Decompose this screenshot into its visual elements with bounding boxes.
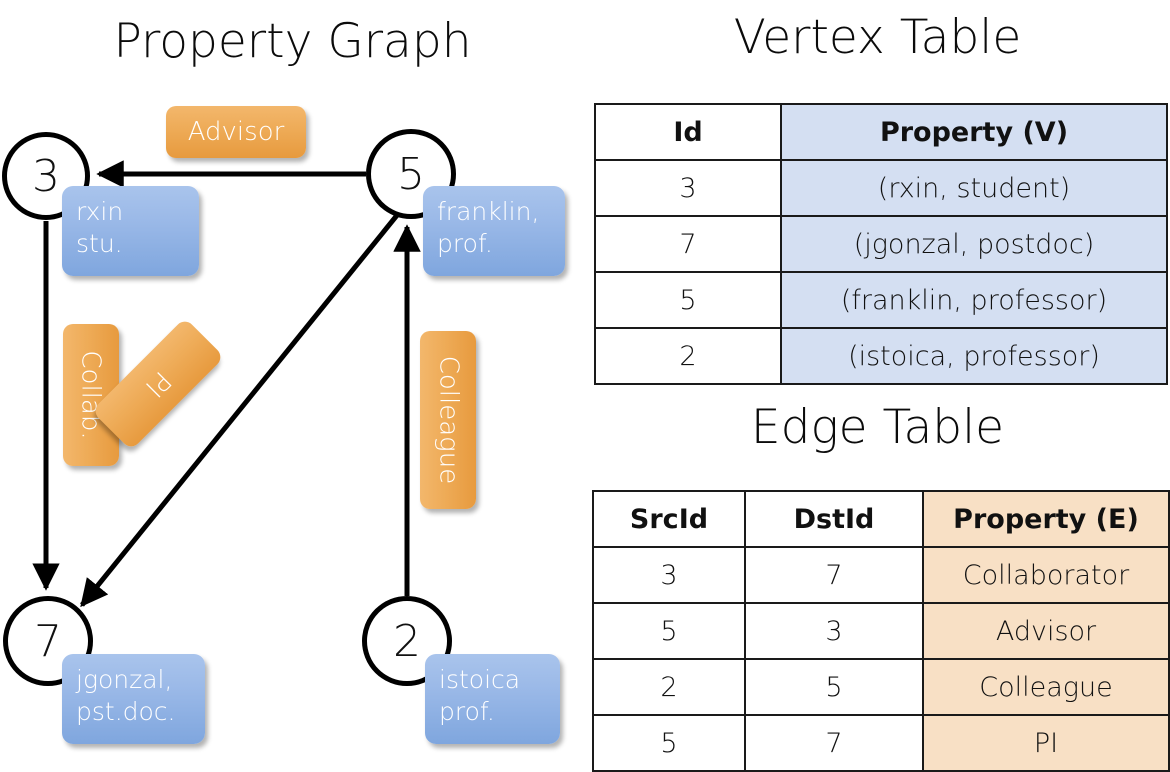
edge-header-dstid: DstId	[744, 490, 924, 548]
edge-cell-dst: 7	[744, 714, 924, 772]
graph-edges-svg	[32, 160, 421, 608]
table-row: 2 (istoica, professor)	[594, 327, 1168, 385]
edge-cell-dst: 7	[744, 546, 924, 604]
edge-label-colleague-text: Colleague	[433, 355, 464, 485]
node-property-line-2: pst.doc.	[76, 697, 176, 726]
node-property-line-2: prof.	[437, 229, 493, 258]
edge-label-advisor: Advisor	[166, 106, 306, 158]
table-row: 5 (franklin, professor)	[594, 271, 1168, 329]
edge-label-advisor-text: Advisor	[187, 117, 285, 147]
graph-node-2[interactable]: 2	[362, 596, 452, 686]
vertex-cell-id: 2	[594, 327, 782, 385]
page-title-edge-table: Edge Table	[750, 400, 1005, 455]
property-graph-panel: Property Graph 3 5 7 2 rxin stu. frankli…	[0, 0, 585, 760]
table-header-row: SrcId DstId Property (E)	[592, 490, 1170, 548]
vertex-header-property: Property (V)	[780, 103, 1168, 161]
vertex-cell-property: (franklin, professor)	[780, 271, 1168, 329]
edge-header-property: Property (E)	[922, 490, 1170, 548]
table-row: 3 7 Collaborator	[592, 546, 1170, 604]
edge-header-srcid: SrcId	[592, 490, 746, 548]
edge-label-collab-text: Collab.	[76, 350, 106, 440]
vertex-cell-property: (istoica, professor)	[780, 327, 1168, 385]
edge-cell-property: PI	[922, 714, 1170, 772]
edge-cell-dst: 5	[744, 658, 924, 716]
edge-label-colleague: Colleague	[420, 331, 476, 509]
graph-node-5[interactable]: 5	[366, 129, 456, 219]
table-row: 2 5 Colleague	[592, 658, 1170, 716]
edge-cell-property: Colleague	[922, 658, 1170, 716]
vertex-table: Id Property (V) 3 (rxin, student) 7 (jgo…	[594, 103, 1168, 385]
page-title-vertex-table: Vertex Table	[733, 10, 1022, 65]
edge-cell-src: 2	[592, 658, 746, 716]
vertex-cell-id: 5	[594, 271, 782, 329]
edge-table: SrcId DstId Property (E) 3 7 Collaborato…	[592, 490, 1170, 772]
edge-cell-src: 5	[592, 602, 746, 660]
table-row: 5 7 PI	[592, 714, 1170, 772]
page-title-property-graph: Property Graph	[113, 14, 472, 69]
node-property-line-1: istoica	[439, 665, 521, 694]
table-row: 7 (jgonzal, postdoc)	[594, 215, 1168, 273]
edge-5-to-7	[80, 212, 400, 608]
node-property-line-1: jgonzal,	[76, 665, 173, 694]
node-property-box-5: franklin, prof.	[423, 186, 565, 276]
node-property-box-2: istoica prof.	[425, 654, 560, 744]
node-property-line-1: rxin	[76, 197, 124, 226]
vertex-cell-property: (jgonzal, postdoc)	[780, 215, 1168, 273]
node-property-line-2: stu.	[76, 229, 123, 258]
table-row: 3 (rxin, student)	[594, 159, 1168, 217]
vertex-cell-id: 3	[594, 159, 782, 217]
vertex-cell-id: 7	[594, 215, 782, 273]
edge-cell-property: Advisor	[922, 602, 1170, 660]
node-property-line-1: franklin,	[437, 197, 540, 226]
node-property-line-2: prof.	[439, 697, 495, 726]
edge-label-pi-text: PI	[139, 365, 177, 403]
table-header-row: Id Property (V)	[594, 103, 1168, 161]
node-property-box-7: jgonzal, pst.doc.	[62, 654, 205, 744]
edge-cell-dst: 3	[744, 602, 924, 660]
edge-cell-src: 5	[592, 714, 746, 772]
edge-cell-src: 3	[592, 546, 746, 604]
vertex-header-id: Id	[594, 103, 782, 161]
vertex-cell-property: (rxin, student)	[780, 159, 1168, 217]
table-row: 5 3 Advisor	[592, 602, 1170, 660]
node-property-box-3: rxin stu.	[62, 186, 199, 276]
edge-cell-property: Collaborator	[922, 546, 1170, 604]
